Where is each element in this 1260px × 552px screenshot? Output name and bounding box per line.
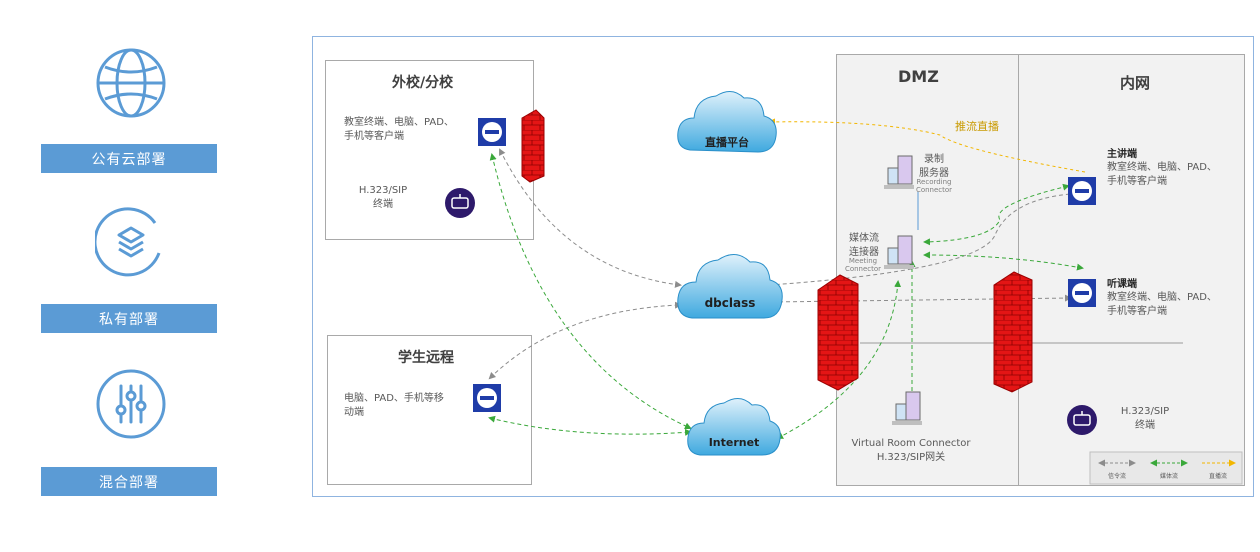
globe-icon — [95, 47, 167, 123]
waixiao-h323-text: H.323/SIP 终端 — [358, 185, 408, 210]
waixiao-clients-text: 教室终端、电脑、PAD、 手机等客户端 — [344, 117, 454, 142]
sidebar-item-private[interactable]: 私有部署 — [41, 304, 217, 333]
sliders-icon — [95, 368, 167, 444]
media-connector-label: 媒体流 连接器 — [849, 233, 879, 258]
listener-title: 听课端 — [1107, 279, 1137, 290]
zone-title-waixiao: 外校/分校 — [392, 75, 454, 91]
media-connector-en: Meeting Connector — [844, 257, 882, 273]
recording-server-label: 录制 服务器 — [919, 154, 949, 179]
student-clients-text: 电脑、PAD、手机等移 动端 — [344, 393, 444, 418]
sidebar-item-hybrid[interactable]: 混合部署 — [41, 467, 217, 496]
zone-title-dmz: DMZ — [898, 67, 939, 86]
sidebar-item-public-cloud[interactable]: 公有云部署 — [41, 144, 217, 173]
push-live-label: 推流直播 — [955, 120, 999, 133]
neiwang-h323-text: H.323/SIP 终端 — [1120, 406, 1170, 431]
zone-title-neiwang: 内网 — [1120, 74, 1151, 92]
recording-server-en: Recording Connector — [915, 178, 953, 194]
listener-clients-text: 教室终端、电脑、PAD、 手机等客户端 — [1107, 292, 1217, 317]
vrc-label: Virtual Room Connector H.323/SIP网关 — [851, 438, 971, 463]
presenter-clients-text: 教室终端、电脑、PAD、 手机等客户端 — [1107, 162, 1217, 187]
presenter-title: 主讲端 — [1107, 149, 1137, 160]
zone-title-student: 学生远程 — [398, 350, 454, 366]
diagram-frame — [312, 36, 1254, 497]
layers-icon — [93, 205, 167, 281]
